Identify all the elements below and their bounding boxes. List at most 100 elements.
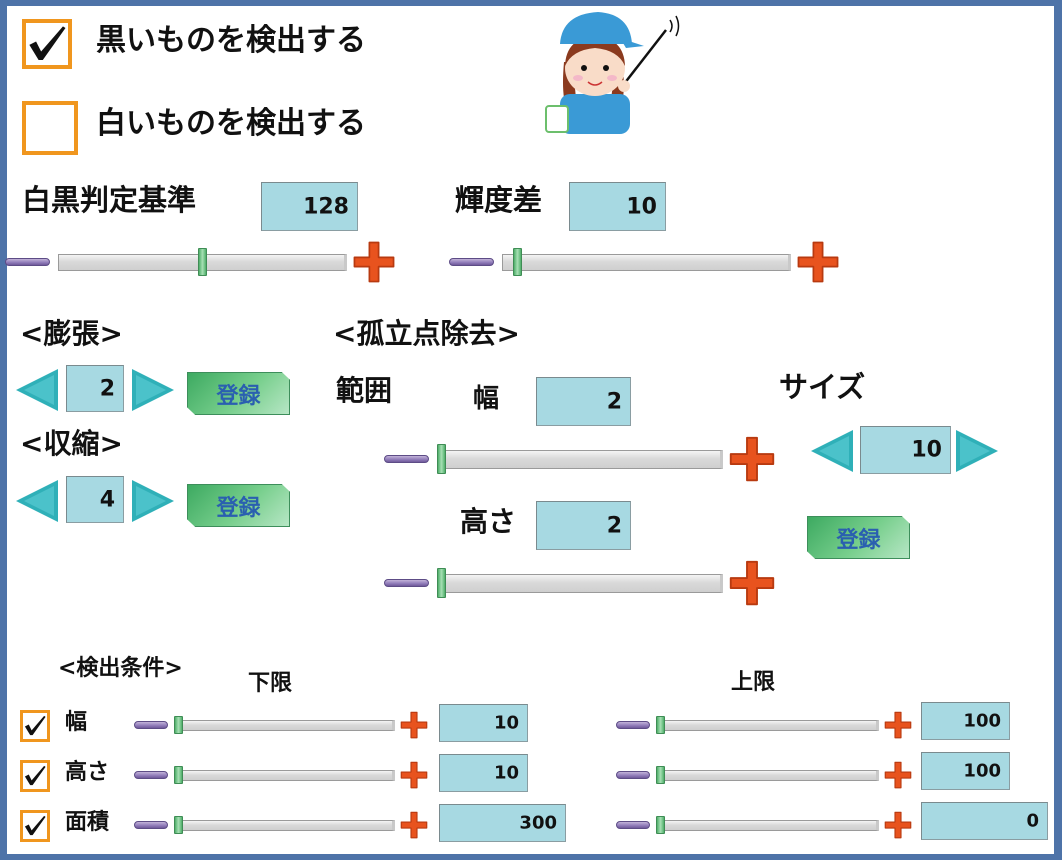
slider-plus-button[interactable] (883, 760, 913, 790)
slider-track[interactable] (174, 769, 395, 781)
checkmark-icon (24, 765, 46, 786)
upper-limit-label: 上限 (731, 670, 776, 695)
dilation-value[interactable]: 2 (66, 365, 124, 412)
condition-label: 面積 (65, 810, 110, 835)
erosion-label: <収縮> (20, 427, 123, 460)
slider-minus-button[interactable] (134, 771, 168, 779)
slider-thumb[interactable] (174, 766, 183, 784)
threshold-slider[interactable] (5, 241, 397, 283)
condition-lower-slider[interactable] (134, 711, 429, 739)
condition-lower-value[interactable]: 10 (439, 754, 528, 792)
detect-white-checkbox[interactable] (22, 101, 78, 155)
iso-register-button[interactable]: 登録 (807, 516, 910, 559)
condition-upper-value[interactable]: 100 (921, 702, 1010, 740)
iso-width-slider[interactable] (384, 436, 777, 482)
iso-height-value[interactable]: 2 (536, 501, 631, 550)
plus-icon (884, 811, 912, 839)
threshold-value[interactable]: 128 (261, 182, 358, 231)
slider-track[interactable] (502, 253, 791, 271)
slider-track[interactable] (656, 819, 879, 831)
slider-thumb[interactable] (437, 444, 446, 474)
size-decrement-button[interactable] (809, 428, 855, 474)
erosion-decrement-button[interactable] (14, 478, 60, 524)
slider-plus-button[interactable] (795, 239, 841, 285)
slider-plus-button[interactable] (399, 810, 429, 840)
slider-minus-button[interactable] (384, 455, 429, 463)
dilation-increment-button[interactable] (130, 367, 176, 413)
slider-minus-button[interactable] (384, 579, 429, 587)
slider-plus-button[interactable] (883, 810, 913, 840)
slider-minus-button[interactable] (449, 258, 494, 266)
condition-lower-slider[interactable] (134, 761, 429, 789)
size-increment-button[interactable] (954, 428, 1000, 474)
iso-height-slider[interactable] (384, 560, 777, 606)
slider-plus-button[interactable] (399, 760, 429, 790)
slider-thumb[interactable] (656, 716, 665, 734)
isolated-point-removal-label: <孤立点除去> (333, 317, 520, 350)
slider-track[interactable] (656, 769, 879, 781)
condition-checkbox[interactable] (20, 710, 50, 742)
slider-thumb[interactable] (513, 248, 523, 276)
detect-black-label: 黒いものを検出する (96, 23, 366, 58)
plus-icon (797, 241, 839, 283)
detect-white-label: 白いものを検出する (96, 106, 366, 141)
plus-icon (400, 761, 428, 789)
triangle-right-icon (132, 369, 174, 411)
dilation-label: <膨張> (20, 317, 123, 350)
brightness-diff-slider[interactable] (449, 241, 841, 283)
slider-minus-button[interactable] (134, 721, 168, 729)
mascot-illustration (545, 12, 680, 134)
slider-thumb[interactable] (198, 248, 207, 276)
lower-limit-label: 下限 (248, 671, 293, 696)
condition-upper-slider[interactable] (616, 761, 913, 789)
dilation-decrement-button[interactable] (14, 367, 60, 413)
slider-thumb[interactable] (656, 766, 665, 784)
slider-plus-button[interactable] (351, 239, 397, 285)
slider-thumb[interactable] (174, 816, 183, 834)
plus-icon (353, 241, 395, 283)
size-value[interactable]: 10 (860, 426, 951, 474)
detect-black-checkbox[interactable] (22, 19, 72, 69)
condition-upper-value[interactable]: 0 (921, 802, 1048, 840)
erosion-value[interactable]: 4 (66, 476, 124, 523)
condition-upper-slider[interactable] (616, 711, 913, 739)
detection-conditions-label: <検出条件> (58, 656, 183, 681)
size-label: サイズ (779, 370, 866, 404)
condition-checkbox[interactable] (20, 760, 50, 792)
slider-thumb[interactable] (437, 568, 446, 598)
condition-lower-value[interactable]: 10 (439, 704, 528, 742)
condition-lower-value[interactable]: 300 (439, 804, 566, 842)
slider-minus-button[interactable] (5, 258, 50, 266)
threshold-label: 白黒判定基準 (22, 183, 197, 217)
brightness-diff-value[interactable]: 10 (569, 182, 666, 231)
slider-plus-button[interactable] (727, 434, 777, 484)
condition-upper-value[interactable]: 100 (921, 752, 1010, 790)
plus-icon (884, 711, 912, 739)
slider-plus-button[interactable] (727, 558, 777, 608)
condition-lower-slider[interactable] (134, 811, 429, 839)
slider-minus-button[interactable] (616, 721, 650, 729)
dilation-register-button[interactable]: 登録 (187, 372, 290, 415)
slider-plus-button[interactable] (399, 710, 429, 740)
iso-width-value[interactable]: 2 (536, 377, 631, 426)
erosion-increment-button[interactable] (130, 478, 176, 524)
slider-track[interactable] (174, 819, 395, 831)
slider-track[interactable] (656, 719, 879, 731)
condition-upper-slider[interactable] (616, 811, 913, 839)
slider-thumb[interactable] (656, 816, 665, 834)
slider-track[interactable] (437, 449, 723, 469)
slider-thumb[interactable] (174, 716, 183, 734)
iso-width-label: 幅 (473, 384, 500, 414)
slider-track[interactable] (174, 719, 395, 731)
triangle-left-icon (16, 369, 58, 411)
triangle-right-icon (132, 480, 174, 522)
slider-track[interactable] (437, 573, 723, 593)
brightness-diff-label: 輝度差 (455, 183, 543, 217)
erosion-register-button[interactable]: 登録 (187, 484, 290, 527)
slider-minus-button[interactable] (616, 821, 650, 829)
condition-checkbox[interactable] (20, 810, 50, 842)
slider-minus-button[interactable] (134, 821, 168, 829)
slider-minus-button[interactable] (616, 771, 650, 779)
triangle-left-icon (811, 430, 853, 472)
slider-plus-button[interactable] (883, 710, 913, 740)
